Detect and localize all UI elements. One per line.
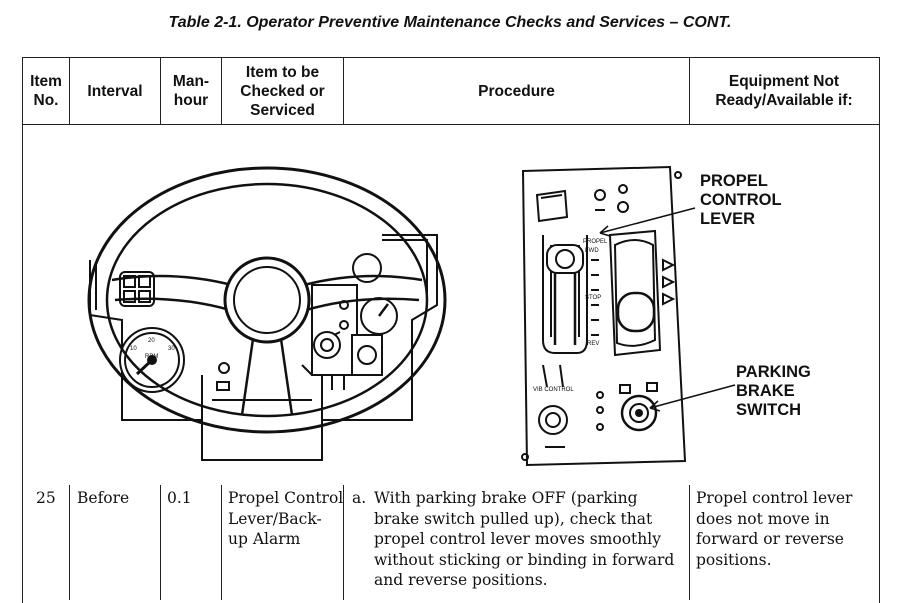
panel-stop-text: STOP [585, 295, 601, 301]
pmcs-table [22, 57, 880, 603]
row-item-no: 25 [36, 489, 56, 507]
panel-fwd-text: FWD [585, 248, 599, 254]
row-man-hour: 0.1 [167, 489, 192, 507]
panel-vib-control-text: VIB CONTROL [533, 387, 574, 393]
col-divider [69, 485, 70, 600]
gauge-scale-30: 30 [168, 346, 175, 352]
row-step-letter: a. [352, 489, 367, 507]
table-title: Table 2-1. Operator Preventive Maintenan… [168, 14, 732, 31]
col-divider [221, 58, 222, 124]
steering-wheel-illustration: RPM 10 20 30 [87, 166, 447, 461]
header-divider [22, 124, 879, 125]
col-divider [221, 485, 222, 600]
col-divider [343, 58, 344, 124]
header-man-hour: Man-hour [172, 73, 210, 109]
panel-propel-text: PROPEL [583, 239, 608, 245]
row-interval: Before [77, 489, 130, 507]
header-procedure: Procedure [478, 82, 555, 100]
col-divider [689, 58, 690, 124]
control-panel-illustration: PROPEL FWD STOP REV VIB CONTROL [521, 165, 687, 467]
col-divider [160, 485, 161, 600]
gauge-scale-20: 20 [148, 338, 155, 344]
panel-rev-text: REV [587, 341, 599, 347]
header-interval: Interval [87, 82, 143, 100]
gauge-rpm-label: RPM [145, 354, 158, 360]
callout-lines [599, 207, 736, 412]
gauge-scale-10: 10 [130, 346, 137, 352]
col-divider [343, 485, 344, 600]
col-divider [69, 58, 70, 124]
col-divider [689, 485, 690, 600]
col-divider [160, 58, 161, 124]
